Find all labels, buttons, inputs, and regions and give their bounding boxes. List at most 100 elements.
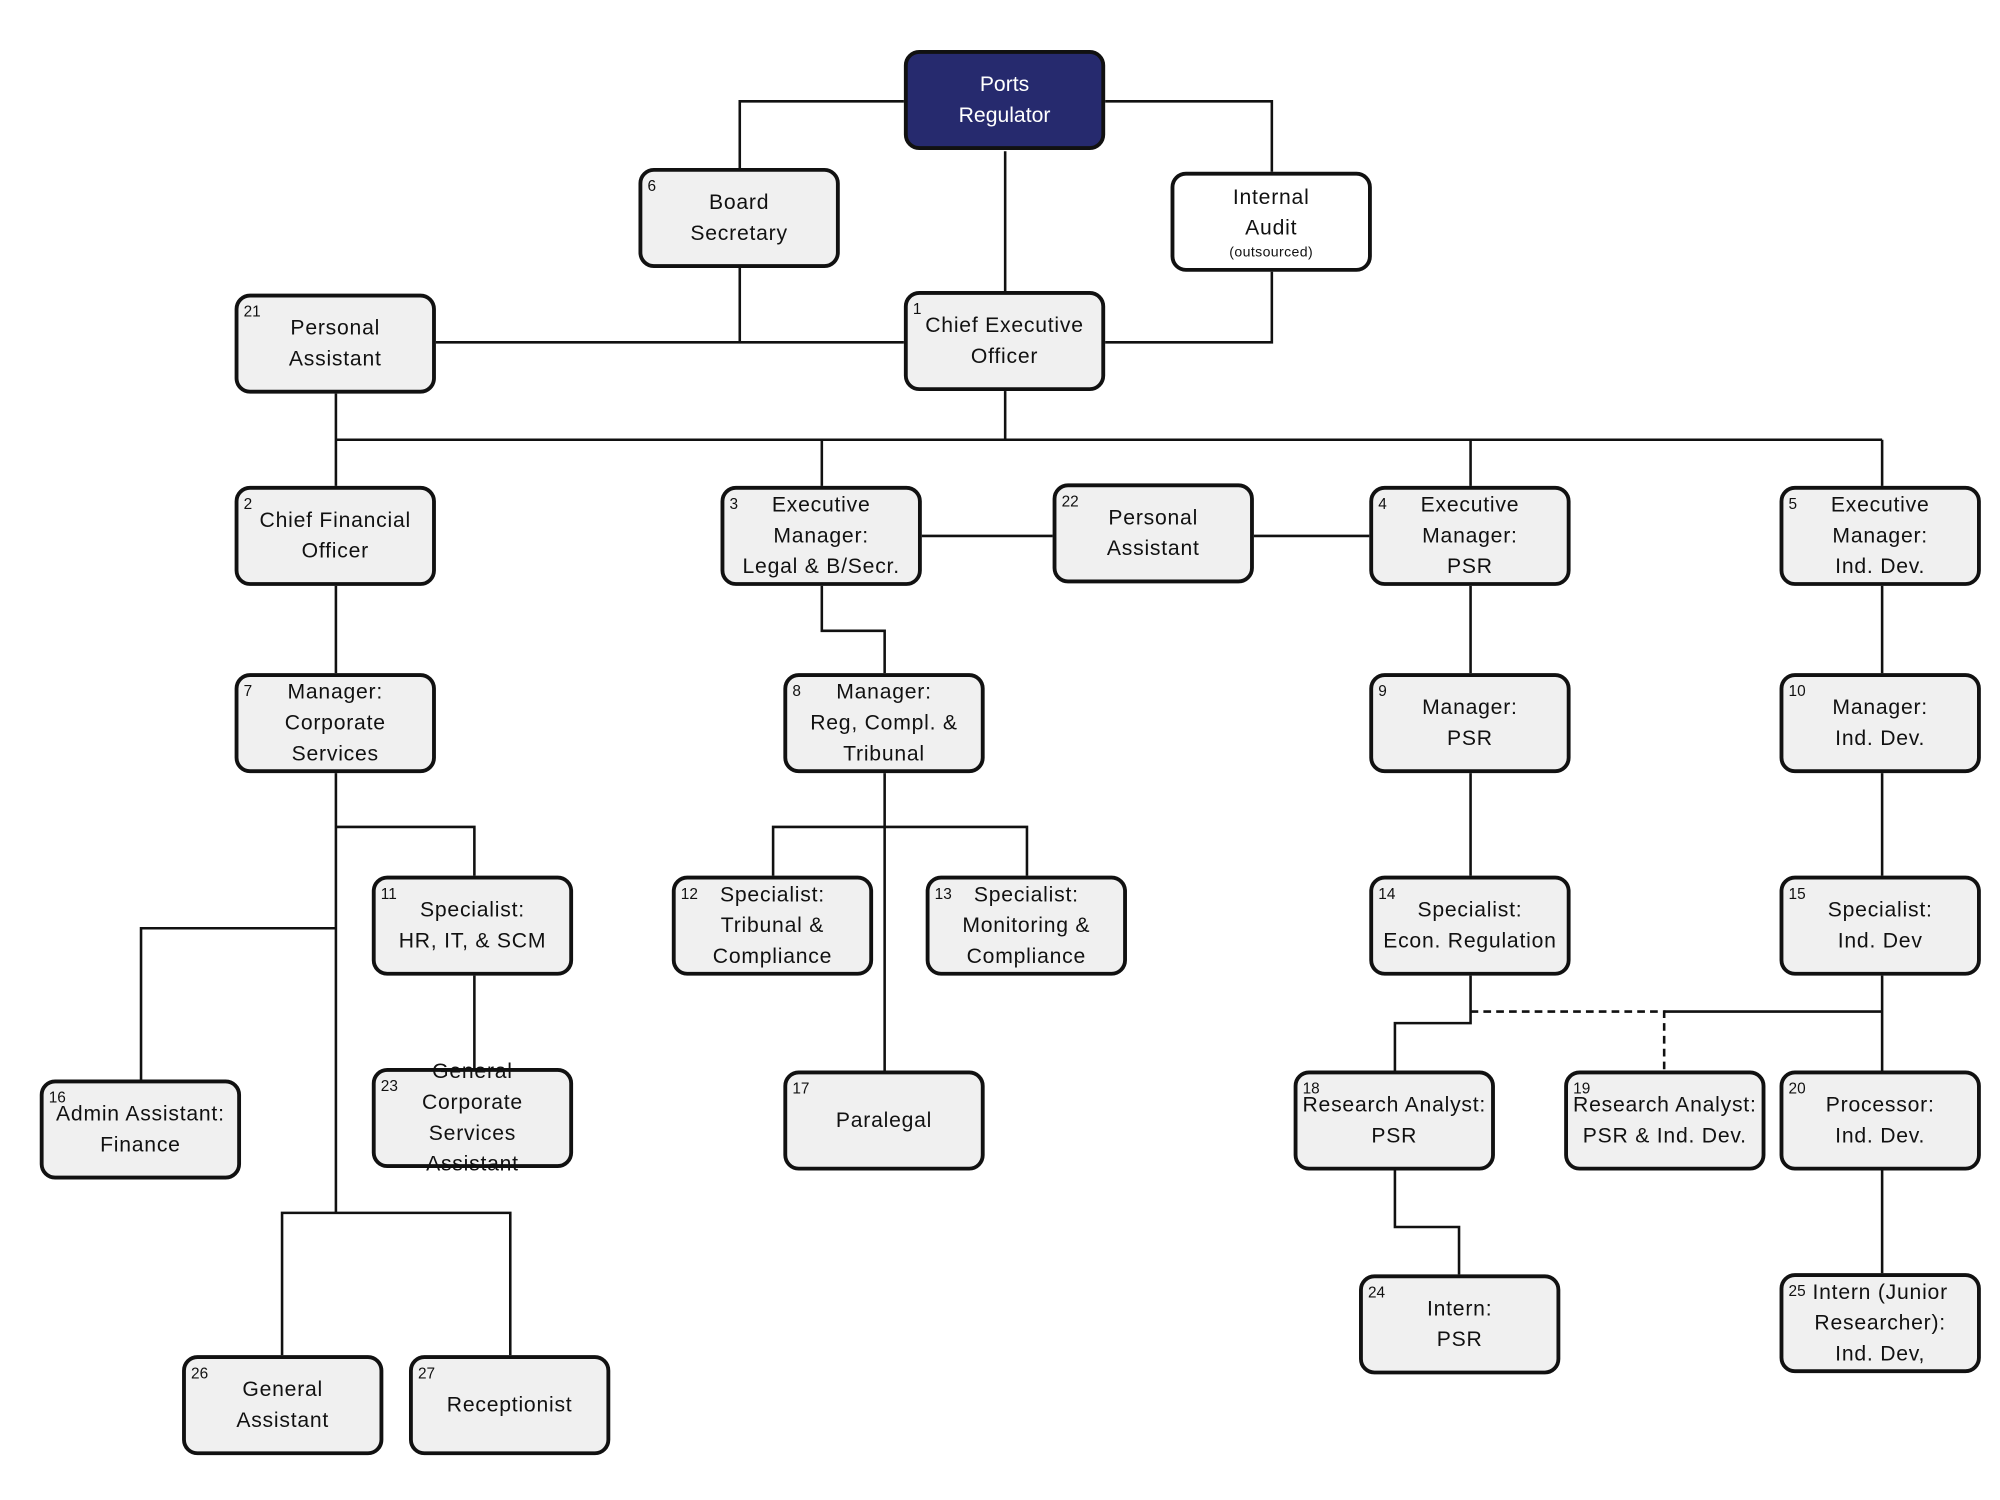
box-title-line: Ind. Dev. [1835, 1124, 1926, 1148]
position-number: 5 [1788, 494, 1798, 513]
box-title-line: PSR [1436, 1328, 1483, 1352]
position-number: 11 [380, 884, 397, 903]
box-title-line: Chief Financial [259, 508, 411, 533]
box-title-line: General [242, 1378, 324, 1402]
reporting-line [1393, 975, 1472, 1071]
box-title-line: Compliance [712, 944, 833, 968]
box-title-line: PSR & Ind. Dev. [1582, 1124, 1747, 1148]
box-title-line: Specialist: [420, 898, 525, 922]
box-title-line: Specialist: [973, 883, 1079, 907]
box-title-line: Manager: [773, 524, 869, 548]
box-title-line: Assistant [1106, 537, 1200, 561]
box-title-line: Audit [1245, 216, 1298, 240]
box-title-line: Legal & B/Secr. [742, 555, 900, 579]
box-title-line: Ind. Dev. [1835, 726, 1926, 751]
dotted-reporting-line [1470, 1010, 1666, 1071]
box-title-line: Corporate Services [284, 711, 386, 766]
reporting-line [771, 825, 1029, 876]
reporting-line [738, 100, 904, 168]
box-title-line: Corporate Services [421, 1091, 523, 1145]
box-title-line: Secretary [690, 221, 788, 245]
box-title-line: Manager: [287, 680, 384, 704]
box-title-line: PSR [1447, 555, 1493, 579]
position-number: 15 [1788, 884, 1806, 903]
box-title-line: Tribunal [843, 742, 925, 766]
box-title-line: Assistant [426, 1152, 519, 1176]
reporting-line [335, 825, 476, 876]
org-box-mgr-corp: 7 Manager: Corporate Services [234, 673, 436, 774]
position-number: 10 [1788, 682, 1806, 701]
position-number: 25 [1788, 1282, 1806, 1301]
box-title-line: Intern (Junior [1812, 1280, 1948, 1304]
box-title-line: Specialist: [1827, 898, 1933, 922]
box-title-line: Officer [301, 539, 369, 563]
position-number: 4 [1378, 494, 1387, 513]
box-title-line: HR, IT, & SCM [398, 929, 547, 953]
box-title-line: Econ. Regulation [1383, 929, 1557, 953]
box-title-line: PSR [1447, 726, 1493, 751]
box-title-line: Reg, Compl. & [810, 711, 958, 735]
box-title-line: Ports [979, 73, 1030, 97]
position-number: 14 [1378, 884, 1396, 903]
box-title-line: Specialist: [1417, 898, 1523, 922]
position-number: 26 [191, 1364, 209, 1383]
position-number: 24 [1368, 1283, 1386, 1302]
box-title-line: Assistant [236, 1409, 330, 1433]
position-number: 7 [243, 682, 253, 701]
box-title-line: Finance [100, 1133, 181, 1157]
position-number: 1 [912, 300, 922, 318]
box-title-line: Officer [970, 344, 1039, 368]
box-title-line: Research Analyst: [1302, 1093, 1487, 1117]
position-number: 3 [729, 494, 739, 513]
box-title-line: Personal [290, 316, 381, 340]
box-title-line: Personal [1108, 506, 1199, 530]
box-title-line: Regulator [958, 103, 1051, 127]
box-title-line: General [432, 1060, 513, 1084]
box-title-line: Manager: [1832, 524, 1928, 548]
box-title-line: Researcher): [1814, 1311, 1946, 1335]
box-title-line: PSR [1371, 1124, 1418, 1148]
box-title-line: Intern: [1426, 1297, 1493, 1321]
position-number: 19 [1573, 1079, 1591, 1098]
box-title-line: Ind. Dev, [1835, 1342, 1926, 1366]
position-number: 21 [243, 302, 261, 321]
box-title-line: Monitoring & [962, 914, 1091, 938]
box-note: (outsourced) [1229, 244, 1314, 261]
position-number: 9 [1378, 682, 1387, 701]
reporting-line [280, 1211, 512, 1356]
box-title-line: Admin Assistant: [56, 1102, 225, 1126]
box-title-line: Specialist: [720, 883, 825, 907]
box-title-line: Chief Executive [925, 314, 1084, 338]
box-title-line: Ind. Dev [1837, 929, 1923, 953]
box-title-line: Internal [1232, 185, 1310, 209]
box-title-line: Assistant [288, 347, 382, 371]
box-title-line: Manager: [836, 680, 932, 704]
box-title-line: Executive [771, 493, 871, 517]
box-title-line: Paralegal [835, 1109, 933, 1133]
position-number: 17 [792, 1079, 810, 1098]
position-number: 22 [1061, 492, 1079, 511]
box-title-line: Research Analyst: [1573, 1093, 1757, 1117]
